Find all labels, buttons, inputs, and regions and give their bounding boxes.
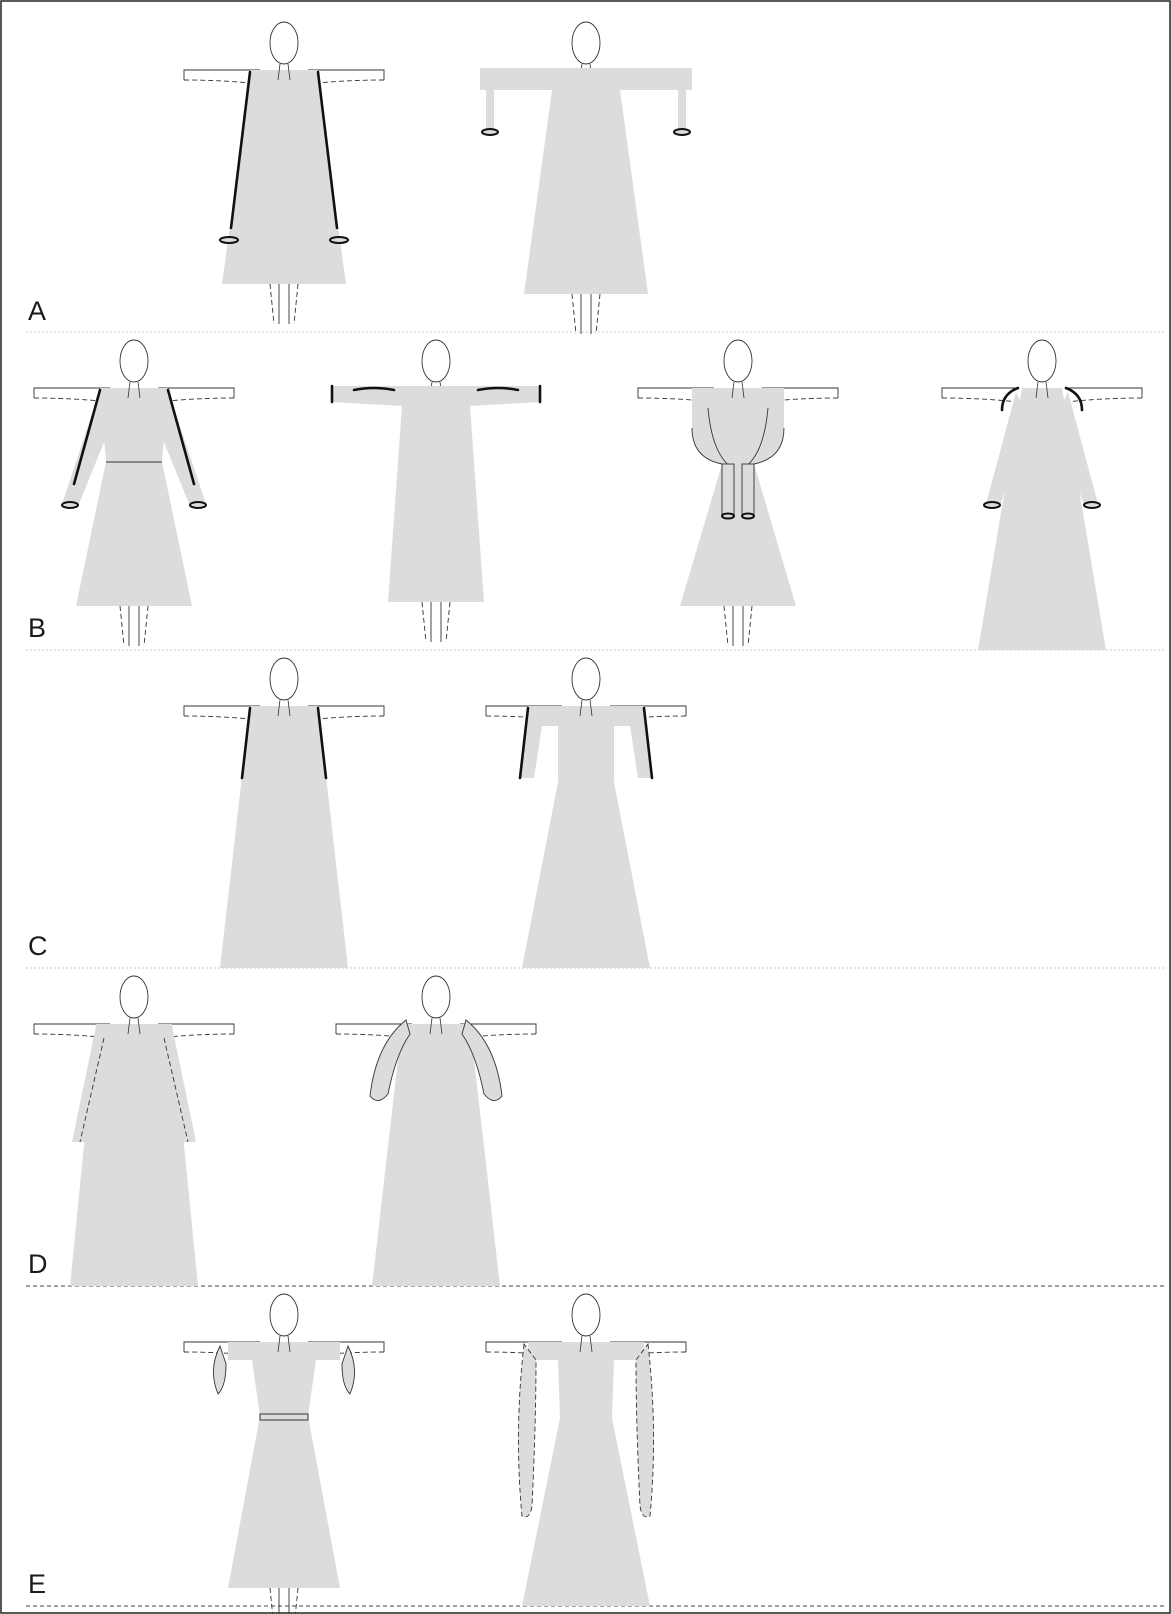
garment-d2: [335, 975, 537, 1286]
garment-a1: [183, 21, 385, 325]
garment-d1: [33, 975, 235, 1286]
row-label-c: C: [28, 931, 48, 961]
garment-e1: [183, 1293, 385, 1614]
row-label-e: E: [28, 1569, 46, 1599]
row-label-b: B: [28, 613, 46, 643]
garment-c2: [485, 657, 687, 968]
garment-b4: [941, 339, 1143, 650]
garment-e2: [485, 1293, 687, 1606]
garment-c1: [183, 657, 385, 968]
row-label-d: D: [28, 1249, 48, 1279]
row-label-a: A: [28, 296, 46, 326]
garment-b2: [330, 339, 542, 643]
garment-b1: [33, 339, 235, 647]
garment-b3: [637, 339, 839, 647]
garment-a2: [480, 21, 692, 335]
